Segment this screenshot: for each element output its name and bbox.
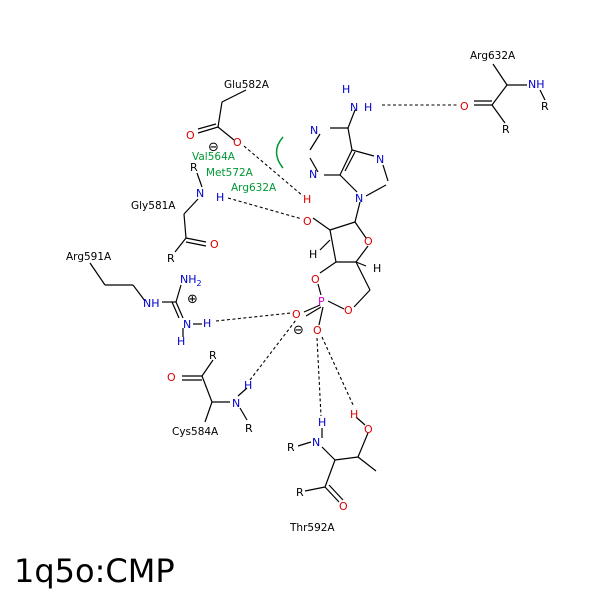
atom-o5: O bbox=[344, 304, 353, 317]
thr592-o: O bbox=[339, 500, 348, 513]
glu582-o2: O bbox=[233, 136, 242, 149]
gly581-r1: R bbox=[190, 161, 198, 174]
gly581-o: O bbox=[210, 238, 219, 251]
glu582-o1: O bbox=[186, 129, 195, 142]
arg632-r1: R bbox=[541, 100, 549, 113]
atom-o2: O bbox=[303, 215, 312, 228]
residue-gly581: R N H Gly581A O R bbox=[131, 161, 224, 265]
atom-h2-n6: H bbox=[364, 101, 372, 114]
atom-n6: N bbox=[350, 101, 358, 114]
hydrophobic-arg632: Arg632A bbox=[231, 182, 277, 194]
atom-p: P bbox=[318, 295, 325, 308]
residue-arg632-top: Arg632A NH R O R bbox=[460, 50, 549, 136]
hbond-glu582-o2 bbox=[243, 145, 304, 197]
thr592-n: N bbox=[312, 436, 320, 449]
thr592-og: O bbox=[364, 423, 373, 436]
phosphate-charge: ⊖ bbox=[293, 323, 304, 338]
thr592-r2: R bbox=[296, 486, 304, 499]
hbond-thr592-n-op2 bbox=[316, 337, 322, 417]
hydrophobic-val564: Val564A bbox=[192, 151, 236, 163]
cys584-n: N bbox=[232, 397, 240, 410]
residue-thr592: R N H O H R O Thr592A bbox=[287, 408, 377, 534]
arg632-n: NH bbox=[528, 78, 545, 91]
arg591-label: Arg591A bbox=[66, 251, 112, 263]
cys584-label: Cys584A bbox=[172, 426, 219, 438]
cys584-o: O bbox=[167, 371, 176, 384]
atom-n1: N bbox=[310, 124, 318, 137]
thr592-label: Thr592A bbox=[289, 522, 335, 534]
atom-h-o2: H bbox=[303, 193, 311, 206]
arg591-h2: H bbox=[177, 335, 185, 348]
residue-glu582: Glu582A O O ⊖ bbox=[186, 79, 270, 155]
cys584-h: H bbox=[244, 379, 252, 392]
residue-arg591: Arg591A NH NH2 N H H ⊕ bbox=[66, 251, 211, 348]
ligand-cmp: N N N N N H H O O H O O O O P H H ⊖ bbox=[292, 83, 389, 338]
arg632-top-label: Arg632A bbox=[470, 50, 516, 62]
atom-op2: O bbox=[313, 324, 322, 337]
atom-op1: O bbox=[292, 308, 301, 321]
atom-h-c2: H bbox=[309, 248, 317, 261]
atom-o4: O bbox=[364, 235, 373, 248]
thr592-hn: H bbox=[318, 416, 326, 429]
hbond-cys584-op1 bbox=[249, 319, 297, 381]
arg632-o: O bbox=[460, 100, 469, 113]
arg591-nh: NH bbox=[143, 297, 160, 310]
gly581-label: Gly581A bbox=[131, 200, 176, 212]
thr592-hog: H bbox=[350, 408, 358, 421]
cys584-r1: R bbox=[209, 349, 217, 362]
hydrophobic-contacts: Val564A Met572A Arg632A bbox=[192, 136, 284, 194]
cys584-r2: R bbox=[245, 422, 253, 435]
atom-n7: N bbox=[376, 153, 384, 166]
arg591-h1: H bbox=[203, 317, 211, 330]
hydrogen-bonds bbox=[215, 104, 459, 417]
thr592-r1: R bbox=[287, 441, 295, 454]
atom-n9: N bbox=[355, 192, 363, 205]
arg591-nh2: NH2 bbox=[180, 273, 202, 288]
hbond-arg591-op1 bbox=[215, 312, 292, 322]
gly581-h: H bbox=[216, 191, 224, 204]
arg591-n: N bbox=[183, 318, 191, 331]
gly581-r2: R bbox=[167, 252, 175, 265]
atom-o3: O bbox=[311, 273, 320, 286]
arg632-r2: R bbox=[502, 123, 510, 136]
hbond-gly581-o2 bbox=[227, 197, 303, 220]
diagram-title: 1q5o:CMP bbox=[14, 552, 175, 590]
atom-h-c4: H bbox=[373, 262, 381, 275]
hydrophobic-met572: Met572A bbox=[206, 167, 254, 179]
glu582-label: Glu582A bbox=[224, 79, 270, 91]
gly581-n: N bbox=[196, 187, 204, 200]
residue-cys584: R O N H R Cys584A bbox=[167, 349, 253, 438]
arg591-charge: ⊕ bbox=[187, 292, 198, 307]
atom-h-n6: H bbox=[342, 83, 350, 96]
hbond-thr592-og-op2 bbox=[321, 336, 355, 408]
atom-n3: N bbox=[309, 168, 317, 181]
glu582-charge: ⊖ bbox=[208, 140, 219, 155]
